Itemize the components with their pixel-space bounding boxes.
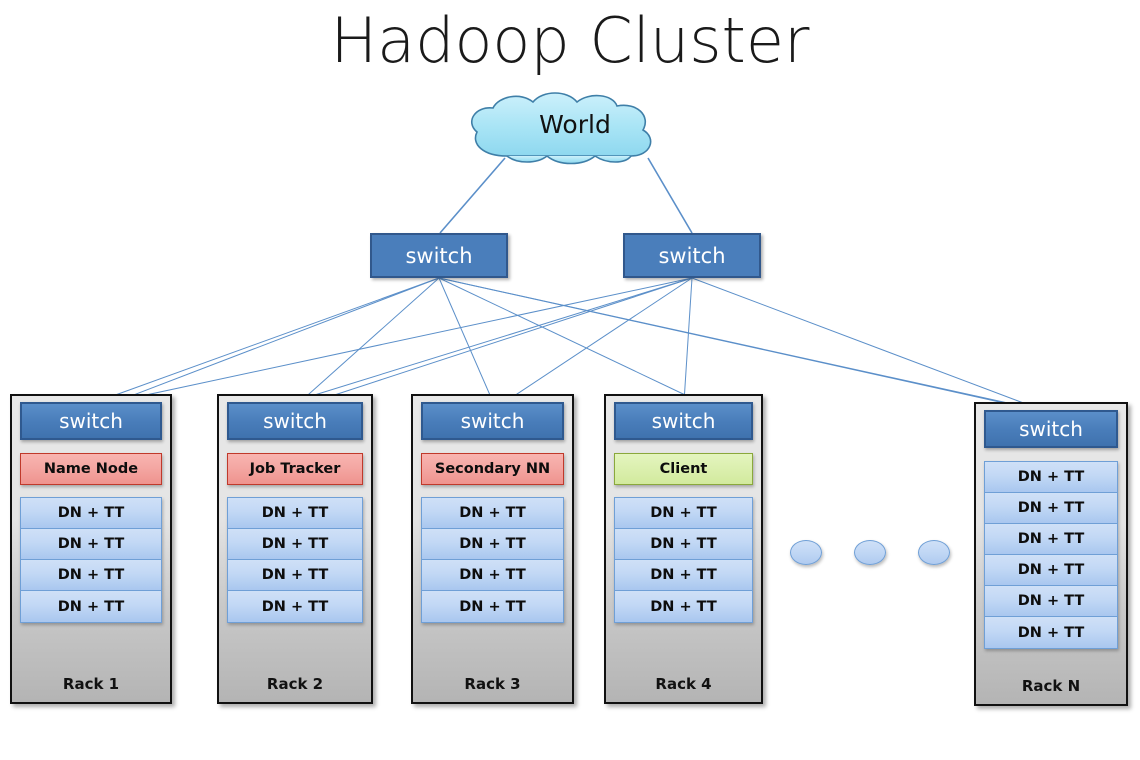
rack-2-node-2[interactable]: DN + TT (228, 529, 362, 560)
core-switch-2[interactable]: switch (623, 233, 761, 278)
rack-3-node-3[interactable]: DN + TT (422, 560, 563, 591)
ellipsis-dot-3 (918, 539, 950, 565)
rack-4-role-gap (614, 485, 753, 497)
rack-ellipsis (790, 536, 950, 568)
rack-1-node-stack: DN + TT DN + TT DN + TT DN + TT (20, 497, 162, 623)
rack-n-node-3[interactable]: DN + TT (985, 524, 1117, 555)
rack-1-spacer (20, 440, 162, 453)
rack-4-node-1[interactable]: DN + TT (615, 498, 752, 529)
ellipsis-dot-2 (854, 539, 886, 565)
rack-4-node-2[interactable]: DN + TT (615, 529, 752, 560)
rack-2-node-stack: DN + TT DN + TT DN + TT DN + TT (227, 497, 363, 623)
rack-n-label: Rack N (1021, 677, 1081, 695)
rack-2-node-3[interactable]: DN + TT (228, 560, 362, 591)
rack-3[interactable]: switch Secondary NN DN + TT DN + TT DN +… (411, 394, 574, 704)
rack-n-node-6[interactable]: DN + TT (985, 617, 1117, 648)
page-title: Hadoop Cluster (330, 4, 810, 77)
rack-3-inner: switch Secondary NN DN + TT DN + TT DN +… (421, 402, 564, 702)
rack-n-node-2[interactable]: DN + TT (985, 493, 1117, 524)
rack-1-node-2[interactable]: DN + TT (21, 529, 161, 560)
rack-2-label: Rack 2 (266, 675, 324, 693)
rack-2-node-1[interactable]: DN + TT (228, 498, 362, 529)
rack-4-spacer (614, 440, 753, 453)
rack-4-switch[interactable]: switch (614, 402, 753, 440)
rack-1-label: Rack 1 (62, 675, 120, 693)
rack-4-role-client[interactable]: Client (614, 453, 753, 485)
rack-1-role-name-node[interactable]: Name Node (20, 453, 162, 485)
rack-1-role-gap (20, 485, 162, 497)
rack-4-node-4[interactable]: DN + TT (615, 591, 752, 622)
core-switch-1[interactable]: switch (370, 233, 508, 278)
rack-4-node-3[interactable]: DN + TT (615, 560, 752, 591)
rack-n[interactable]: switch DN + TT DN + TT DN + TT DN + TT D… (974, 402, 1128, 706)
rack-3-node-4[interactable]: DN + TT (422, 591, 563, 622)
rack-n-spacer (984, 448, 1118, 461)
rack-1-inner: switch Name Node DN + TT DN + TT DN + TT… (20, 402, 162, 702)
rack-3-switch[interactable]: switch (421, 402, 564, 440)
rack-n-switch[interactable]: switch (984, 410, 1118, 448)
rack-4-inner: switch Client DN + TT DN + TT DN + TT DN… (614, 402, 753, 702)
rack-1-node-1[interactable]: DN + TT (21, 498, 161, 529)
rack-n-node-1[interactable]: DN + TT (985, 462, 1117, 493)
ellipsis-dot-1 (790, 539, 822, 565)
rack-4-label: Rack 4 (655, 675, 712, 693)
rack-3-node-1[interactable]: DN + TT (422, 498, 563, 529)
rack-2-role-gap (227, 485, 363, 497)
world-cloud: World (455, 92, 695, 170)
cloud-label: World (539, 110, 611, 139)
rack-3-role-gap (421, 485, 564, 497)
rack-2[interactable]: switch Job Tracker DN + TT DN + TT DN + … (217, 394, 373, 704)
cloud-shape (471, 92, 652, 165)
rack-2-spacer (227, 440, 363, 453)
rack-3-spacer (421, 440, 564, 453)
rack-2-inner: switch Job Tracker DN + TT DN + TT DN + … (227, 402, 363, 702)
rack-2-node-4[interactable]: DN + TT (228, 591, 362, 622)
rack-n-node-stack: DN + TT DN + TT DN + TT DN + TT DN + TT … (984, 461, 1118, 649)
rack-3-node-stack: DN + TT DN + TT DN + TT DN + TT (421, 497, 564, 623)
rack-n-node-5[interactable]: DN + TT (985, 586, 1117, 617)
rack-3-node-2[interactable]: DN + TT (422, 529, 563, 560)
rack-1-switch[interactable]: switch (20, 402, 162, 440)
rack-4-node-stack: DN + TT DN + TT DN + TT DN + TT (614, 497, 753, 623)
rack-n-node-4[interactable]: DN + TT (985, 555, 1117, 586)
rack-2-switch[interactable]: switch (227, 402, 363, 440)
rack-2-role-job-tracker[interactable]: Job Tracker (227, 453, 363, 485)
rack-3-role-secondary-nn[interactable]: Secondary NN (421, 453, 564, 485)
rack-n-inner: switch DN + TT DN + TT DN + TT DN + TT D… (984, 410, 1118, 704)
rack-3-label: Rack 3 (464, 675, 521, 693)
rack-4[interactable]: switch Client DN + TT DN + TT DN + TT DN… (604, 394, 763, 704)
rack-1-node-4[interactable]: DN + TT (21, 591, 161, 622)
rack-1-node-3[interactable]: DN + TT (21, 560, 161, 591)
rack-1[interactable]: switch Name Node DN + TT DN + TT DN + TT… (10, 394, 172, 704)
